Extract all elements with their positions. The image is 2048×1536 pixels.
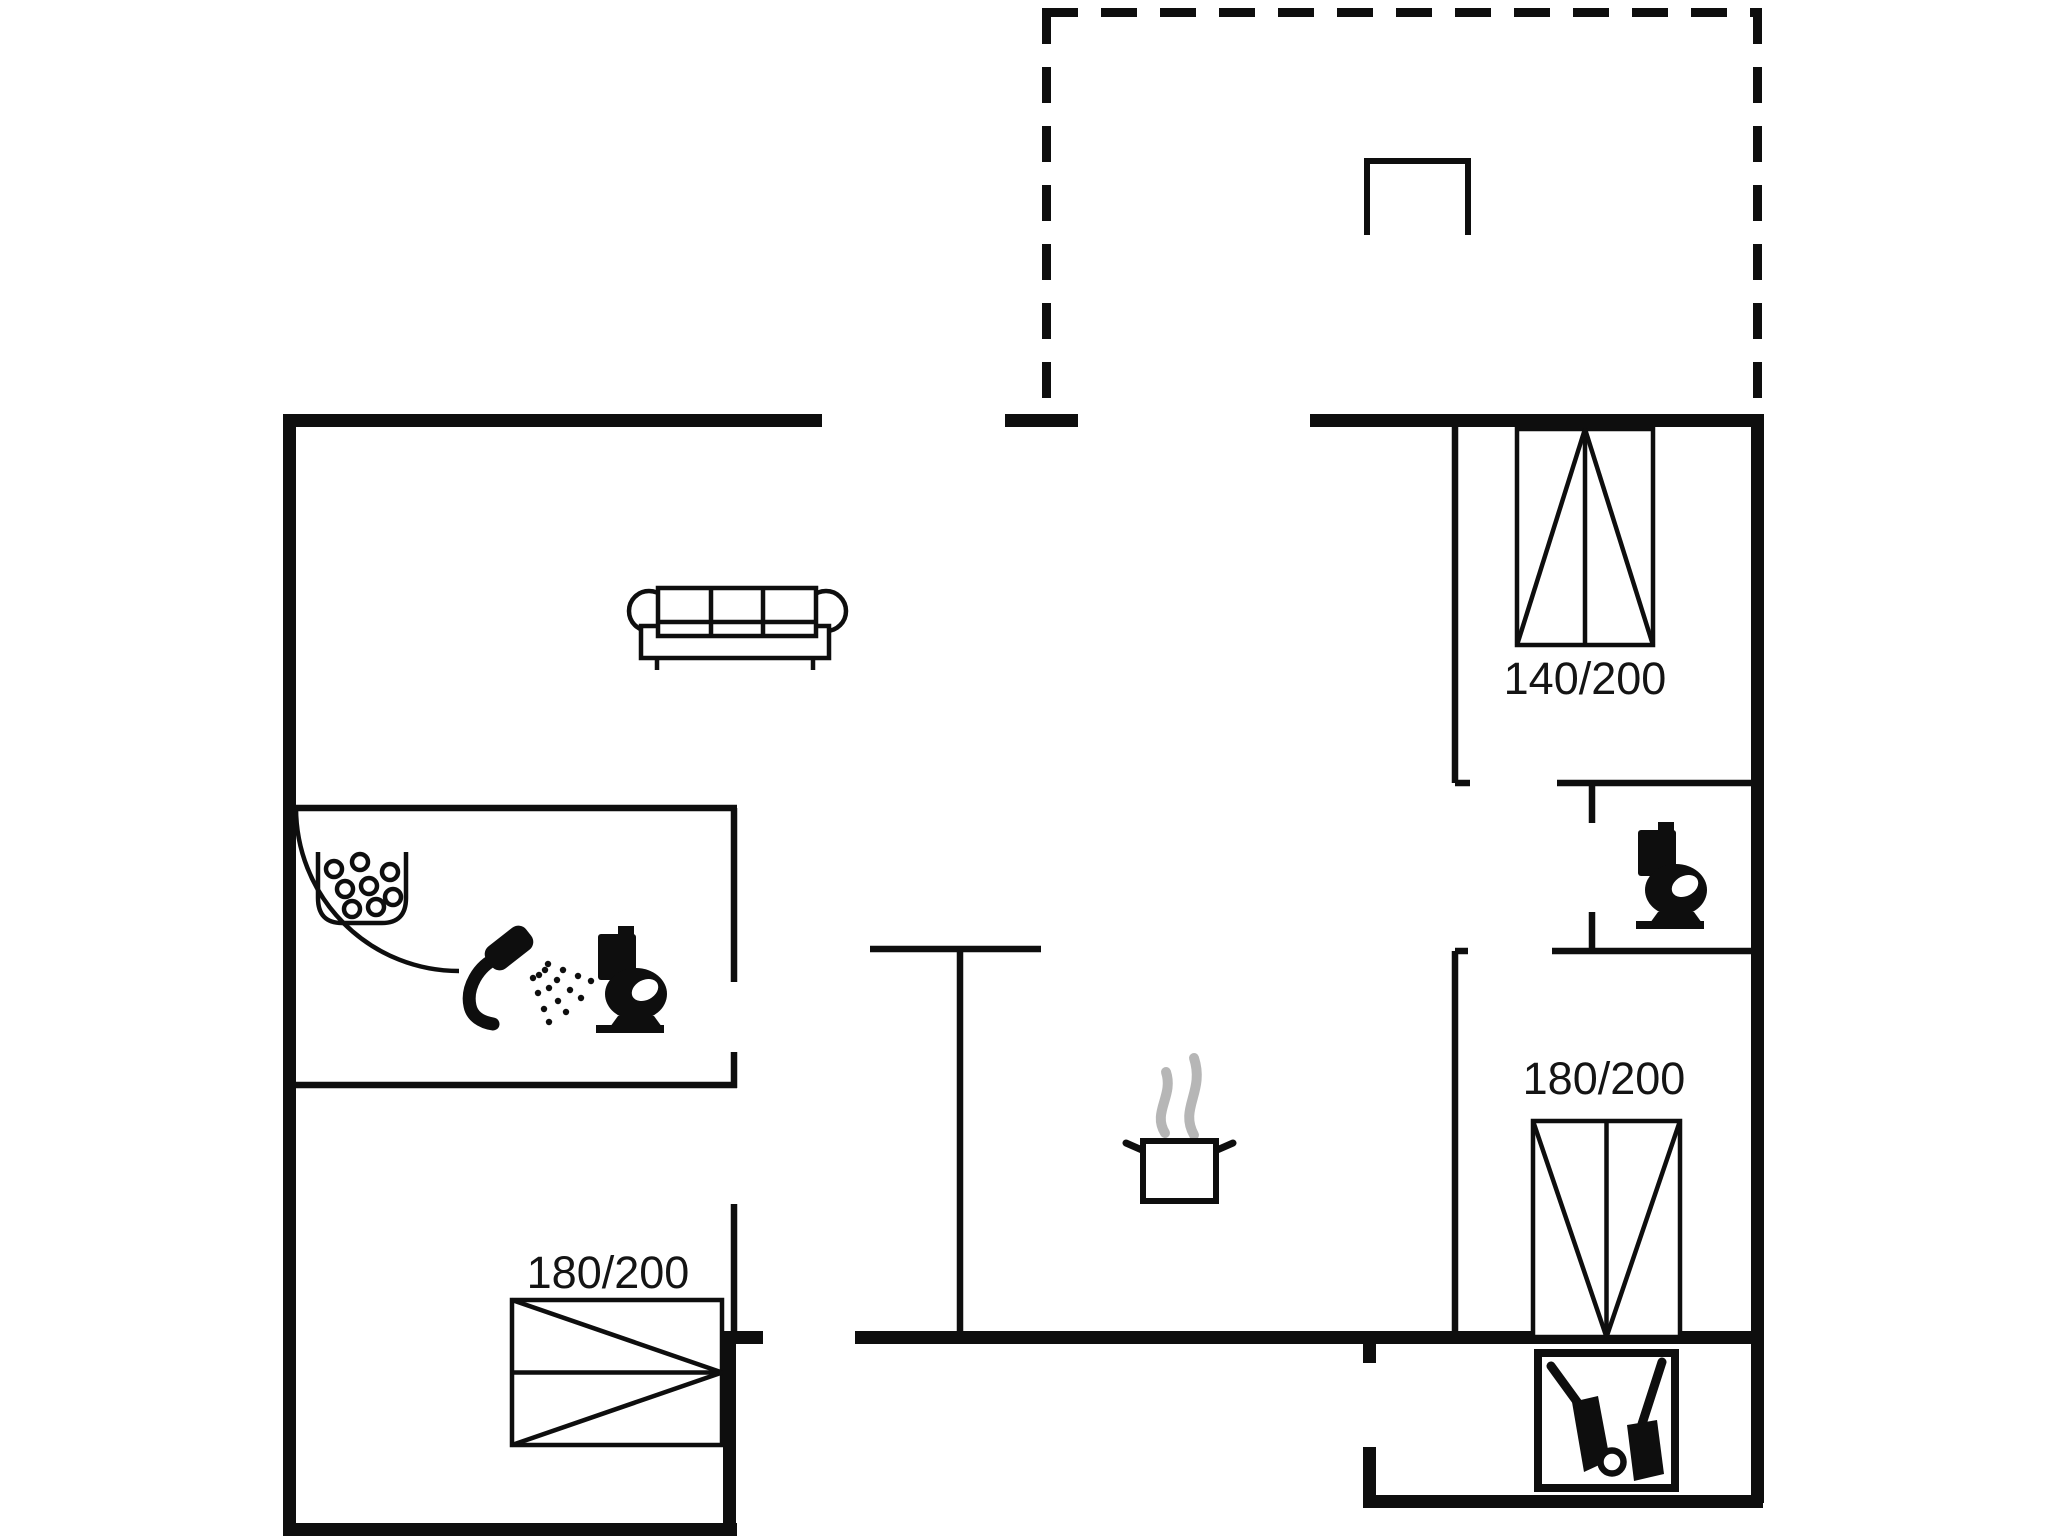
bed-140x200 xyxy=(1514,426,1656,648)
grill-icon xyxy=(1364,158,1471,235)
cooking-pot-icon xyxy=(1122,1053,1237,1204)
terrace-outline xyxy=(1042,8,1762,412)
steam-icon xyxy=(1155,1053,1202,1140)
bed-180x200-left xyxy=(509,1297,725,1448)
bed-size-label: 180/200 xyxy=(527,1247,690,1298)
bed-size-label: 180/200 xyxy=(1523,1053,1686,1104)
bed-180x200-right xyxy=(1530,1118,1683,1340)
washbasin-icon xyxy=(315,851,409,926)
toilet-icon xyxy=(596,926,667,1033)
fireplace-tools-icon xyxy=(1534,1349,1679,1492)
bed-size-label: 140/200 xyxy=(1504,653,1667,704)
interior-walls xyxy=(293,427,1757,1341)
toilet-icon xyxy=(1636,822,1707,929)
shower-icon xyxy=(462,925,595,1031)
sofa-icon xyxy=(626,585,849,670)
